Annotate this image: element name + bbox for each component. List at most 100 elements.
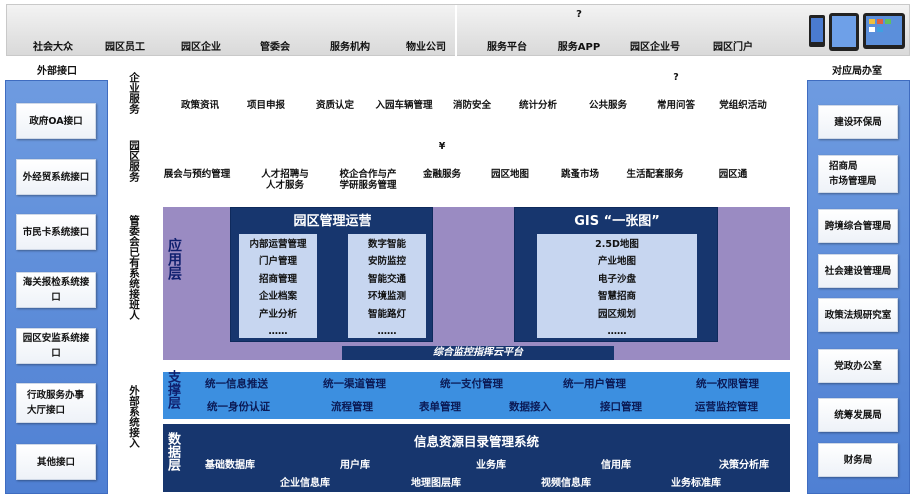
role-item[interactable]: 园区员工 xyxy=(87,9,163,53)
smart-list-item[interactable]: 智能路灯 xyxy=(367,308,406,320)
enterprise-service-item[interactable]: 统计分析 xyxy=(498,72,578,111)
internal-list-item[interactable]: 门户管理 xyxy=(258,256,297,268)
database-item[interactable]: 地理图层库 xyxy=(411,478,461,489)
enterprise-service-item[interactable]: 消防安全 xyxy=(432,72,512,111)
gis-list-item[interactable]: 产业地图 xyxy=(597,256,636,268)
support-item[interactable]: 统一用户管理 xyxy=(563,378,626,390)
support-item[interactable]: 统一权限管理 xyxy=(696,378,759,390)
external-interface-item[interactable]: 海关报检系统接口 xyxy=(16,272,96,308)
management-icon xyxy=(262,9,288,35)
map-pin-icon xyxy=(496,141,524,165)
smart-list-item[interactable]: 智能交通 xyxy=(367,273,406,285)
park-service-item[interactable]: 跳蚤市场 xyxy=(540,141,620,180)
park-service-item[interactable]: 生活配套服务 xyxy=(615,141,695,180)
support-item[interactable]: 表单管理 xyxy=(419,401,461,413)
channel-item[interactable]: 园区门户 xyxy=(695,9,771,53)
support-item[interactable]: 统一支付管理 xyxy=(440,378,503,390)
park-service-label: 园区通 xyxy=(718,169,748,180)
document-icon xyxy=(252,72,280,96)
gis-list-item[interactable]: 园区规划 xyxy=(597,308,636,320)
smart-list-item[interactable]: 环境监测 xyxy=(367,291,406,303)
gis-list-item[interactable]: …… xyxy=(607,325,627,337)
internal-list-item[interactable]: 招商管理 xyxy=(258,273,297,285)
park-service-item[interactable]: 园区通 xyxy=(693,141,773,180)
smart-list-item[interactable]: 数字智能 xyxy=(367,239,406,250)
external-interface-item[interactable]: 园区安监系统接口 xyxy=(16,328,96,364)
cart-icon xyxy=(641,141,669,165)
external-interface-item[interactable]: 其他接口 xyxy=(16,444,96,480)
support-item[interactable]: 接口管理 xyxy=(600,401,642,413)
enterprise-service-item[interactable]: 入园车辆管理 xyxy=(364,72,444,111)
park-service-item[interactable]: 校企合作与产 学研服务管理 xyxy=(328,141,408,191)
database-item[interactable]: 企业信息库 xyxy=(280,478,330,489)
enterprise-service-label: 党组织活动 xyxy=(719,100,767,111)
database-item[interactable]: 用户库 xyxy=(340,460,370,471)
gis-list-item[interactable]: 2.5D地图 xyxy=(595,239,639,250)
certificate-icon xyxy=(321,72,349,96)
park-service-item[interactable]: 园区地图 xyxy=(470,141,550,180)
internal-list-item[interactable]: …… xyxy=(268,325,288,337)
office-item[interactable]: 建设环保局 xyxy=(818,105,898,139)
role-item[interactable]: 服务机构 xyxy=(312,9,388,53)
channel-item[interactable]: 园区企业号 xyxy=(617,9,693,53)
support-item[interactable]: 流程管理 xyxy=(331,401,373,413)
support-item[interactable]: 统一渠道管理 xyxy=(323,378,386,390)
database-item[interactable]: 信用库 xyxy=(601,460,631,471)
database-item[interactable]: 视频信息库 xyxy=(541,478,591,489)
office-item[interactable]: 招商局 市场管理局 xyxy=(818,155,898,193)
support-item[interactable]: 统一身份认证 xyxy=(207,401,270,413)
role-item[interactable]: 物业公司 xyxy=(388,9,464,53)
gis-list: 2.5D地图产业地图电子沙盘智慧招商园区规划 …… xyxy=(537,234,697,338)
park-services-label: 园区服务 xyxy=(128,140,140,182)
truck-icon xyxy=(413,9,439,35)
school-icon xyxy=(354,141,382,165)
enterprise-service-label: 常用问答 xyxy=(656,100,695,111)
office-item[interactable]: 跨境综合管理局 xyxy=(818,209,898,243)
internal-list-item[interactable]: 企业档案 xyxy=(258,291,297,303)
role-item[interactable]: 社会大众 xyxy=(15,9,91,53)
internal-list-item[interactable]: 内部运营管理 xyxy=(249,239,307,250)
internal-ops-list: 内部运营管理门户管理招商管理企业档案产业分析 …… xyxy=(239,234,317,338)
apps-grid-icon xyxy=(719,141,747,165)
channel-item[interactable]: 服务平台 xyxy=(469,9,545,53)
support-item[interactable]: 运营监控管理 xyxy=(695,401,758,413)
park-service-item[interactable]: 展会与预约管理 xyxy=(157,141,237,180)
park-service-item[interactable]: ¥金融服务 xyxy=(402,141,482,180)
role-item[interactable]: 园区企业 xyxy=(163,9,239,53)
office-item[interactable]: 党政办公室 xyxy=(818,349,898,383)
external-interface-item[interactable]: 政府OA接口 xyxy=(16,103,96,139)
channel-item[interactable]: ?服务APP xyxy=(541,9,617,53)
database-item[interactable]: 业务库 xyxy=(476,460,506,471)
support-item[interactable]: 数据接入 xyxy=(509,401,551,413)
gis-list-item[interactable]: 电子沙盘 xyxy=(597,273,636,285)
internal-list-item[interactable]: 产业分析 xyxy=(258,308,297,320)
database-item[interactable]: 基础数据库 xyxy=(205,460,255,471)
enterprise-service-item[interactable]: 公共服务 xyxy=(568,72,648,111)
gis-list-item[interactable]: 智慧招商 xyxy=(597,291,636,303)
enterprise-service-item[interactable]: ? 常用问答 xyxy=(636,72,716,111)
external-interface-item[interactable]: 行政服务办事 大厅接口 xyxy=(16,383,96,423)
role-item[interactable]: 管委会 xyxy=(237,9,313,53)
external-interface-item[interactable]: 市民卡系统接口 xyxy=(16,214,96,250)
enterprise-service-item[interactable]: 政策资讯 xyxy=(160,72,240,111)
wechat-icon xyxy=(642,9,668,35)
external-interface-item[interactable]: 外经贸系统接口 xyxy=(16,159,96,195)
enterprise-service-item[interactable]: 资质认定 xyxy=(295,72,375,111)
park-service-item[interactable]: 人才招聘与 人才服务 xyxy=(245,141,325,191)
database-item[interactable]: 业务标准库 xyxy=(671,478,721,489)
office-item[interactable]: 统筹发展局 xyxy=(818,398,898,432)
smart-list-item[interactable]: 安防监控 xyxy=(367,256,406,268)
database-item[interactable]: 决策分析库 xyxy=(719,460,769,471)
question-icon: ? xyxy=(662,72,690,96)
channel-label: 园区企业号 xyxy=(630,42,680,53)
enterprise-service-item[interactable]: 党组织活动 xyxy=(703,72,783,111)
office-item[interactable]: 社会建设管理局 xyxy=(818,254,898,288)
people-icon xyxy=(40,9,66,35)
park-service-label: 校企合作与产 学研服务管理 xyxy=(339,169,397,191)
support-item[interactable]: 统一信息推送 xyxy=(205,378,268,390)
smart-list-item[interactable]: …… xyxy=(377,325,397,337)
support-layer-label: 支撑层 xyxy=(165,370,180,409)
office-item[interactable]: 政策法规研究室 xyxy=(818,298,898,332)
enterprise-service-item[interactable]: 项目申报 xyxy=(226,72,306,111)
office-item[interactable]: 财务局 xyxy=(818,443,898,477)
